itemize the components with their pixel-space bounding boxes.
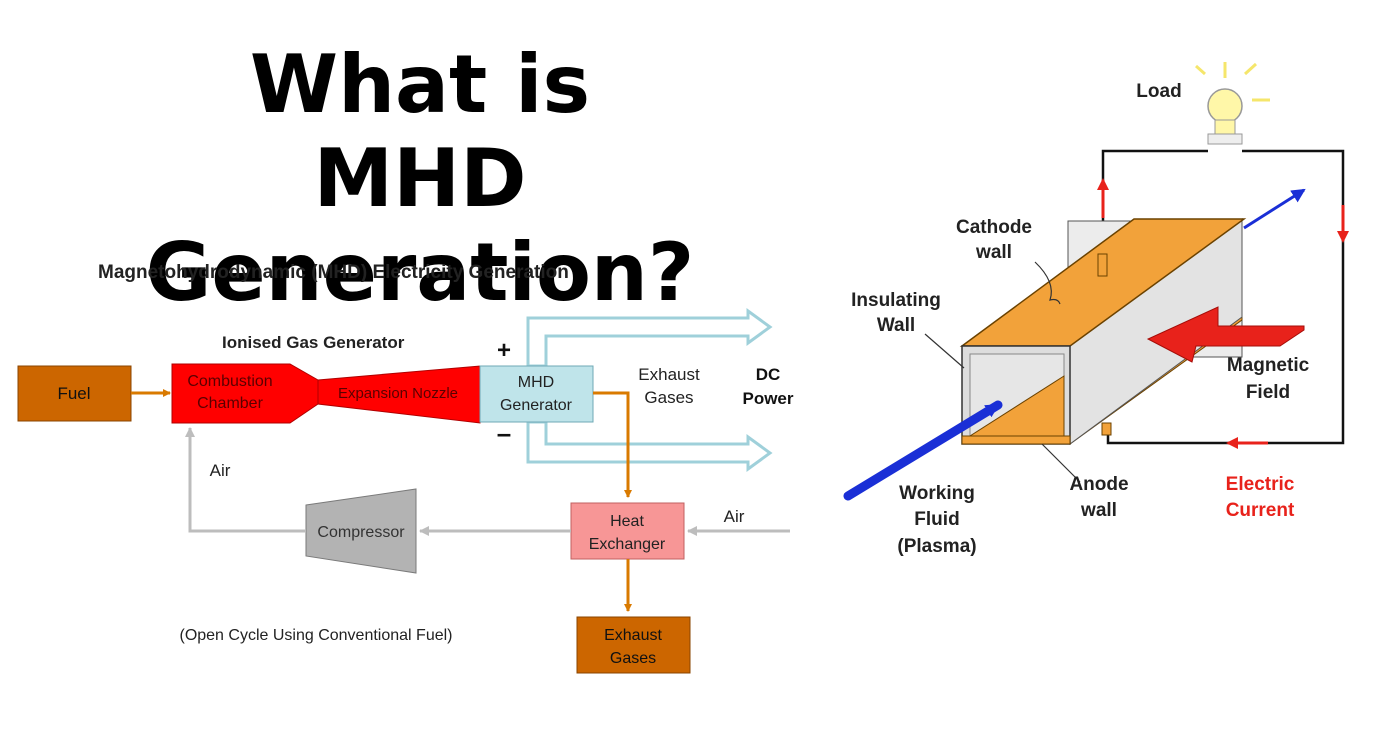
exhaust-gases-label-1: Exhaust xyxy=(638,365,700,384)
expansion-nozzle-shape xyxy=(317,365,481,424)
magnetic-field-arrow xyxy=(1146,306,1305,363)
heat-exchanger-label-2: Exchanger xyxy=(589,536,666,553)
working-fluid-arrow xyxy=(843,400,1003,501)
magnetic-field-label-2: Field xyxy=(1246,382,1290,403)
exhaust-flow-arrow xyxy=(593,391,632,498)
diagram-caption: (Open Cycle Using Conventional Fuel) xyxy=(179,627,452,644)
left-diagram-heading: Magnetohydrodynamic (MHD) Electricity Ge… xyxy=(98,262,569,283)
fuel-label: Fuel xyxy=(57,384,90,403)
mhd-generator-label-1: MHD xyxy=(518,374,554,391)
title-line-2: Generation? xyxy=(145,226,695,319)
light-bulb-icon xyxy=(1195,62,1270,145)
magnetic-field-label-1: Magnetic xyxy=(1227,355,1310,376)
plasma-out-arrow xyxy=(1243,188,1306,230)
air-label-right: Air xyxy=(724,507,745,526)
combustion-chamber-label-2: Chamber xyxy=(197,395,263,412)
electric-current-label-2: Current xyxy=(1226,500,1295,521)
heat-exchanger-box xyxy=(570,502,685,560)
dc-power-arrow-top xyxy=(526,308,773,368)
heat-exchanger-label-1: Heat xyxy=(610,513,644,530)
load-label: Load xyxy=(1136,81,1181,102)
cathode-wall-label-2: wall xyxy=(975,242,1012,263)
mhd-generator-box xyxy=(479,365,594,423)
cathode-wall-leader xyxy=(1034,261,1061,305)
expansion-nozzle-label: Expansion Nozzle xyxy=(338,385,458,402)
dc-power-label-1: DC xyxy=(756,365,781,384)
anode-wall-leader xyxy=(1041,443,1081,483)
fuel-box xyxy=(17,365,132,422)
air-return-arrow xyxy=(185,427,306,533)
working-fluid-label-1: Working xyxy=(899,483,975,504)
working-fluid-label-3: (Plasma) xyxy=(897,536,976,557)
exhaust-gases-box-label-1: Exhaust xyxy=(604,627,662,644)
anode-terminal xyxy=(1101,422,1112,436)
page-title: What is MHD Generation? xyxy=(130,38,710,320)
exhaust-gases-box xyxy=(576,616,691,674)
insulating-wall-label-2: Wall xyxy=(877,315,915,336)
plus-sign: + xyxy=(497,337,511,364)
cathode-terminal xyxy=(1097,253,1108,277)
anode-wall-label-2: wall xyxy=(1080,500,1117,521)
cathode-wall-label-1: Cathode xyxy=(956,217,1032,238)
minus-sign: – xyxy=(497,418,511,448)
combustion-chamber-label-1: Combustion xyxy=(187,373,272,390)
air-label-left: Air xyxy=(210,461,231,480)
dc-power-arrow-bottom xyxy=(526,420,773,472)
mhd-generator-label-2: Generator xyxy=(500,397,573,414)
insulating-wall-leader xyxy=(924,333,965,369)
title-line-1: What is MHD xyxy=(249,38,591,225)
anode-wall-label-1: Anode xyxy=(1069,474,1128,495)
electric-current-label-1: Electric xyxy=(1226,474,1295,495)
working-fluid-label-2: Fluid xyxy=(914,509,959,530)
exhaust-gases-box-label-2: Gases xyxy=(610,650,656,667)
compressor-label: Compressor xyxy=(317,524,405,541)
insulating-wall-label-1: Insulating xyxy=(851,290,941,311)
dc-power-label-2: Power xyxy=(742,389,793,408)
ionised-gas-generator-label: Ionised Gas Generator xyxy=(222,333,405,352)
compressor-shape xyxy=(305,488,417,574)
exhaust-gases-label-2: Gases xyxy=(644,388,693,407)
external-circuit-wire-right xyxy=(1106,149,1345,445)
